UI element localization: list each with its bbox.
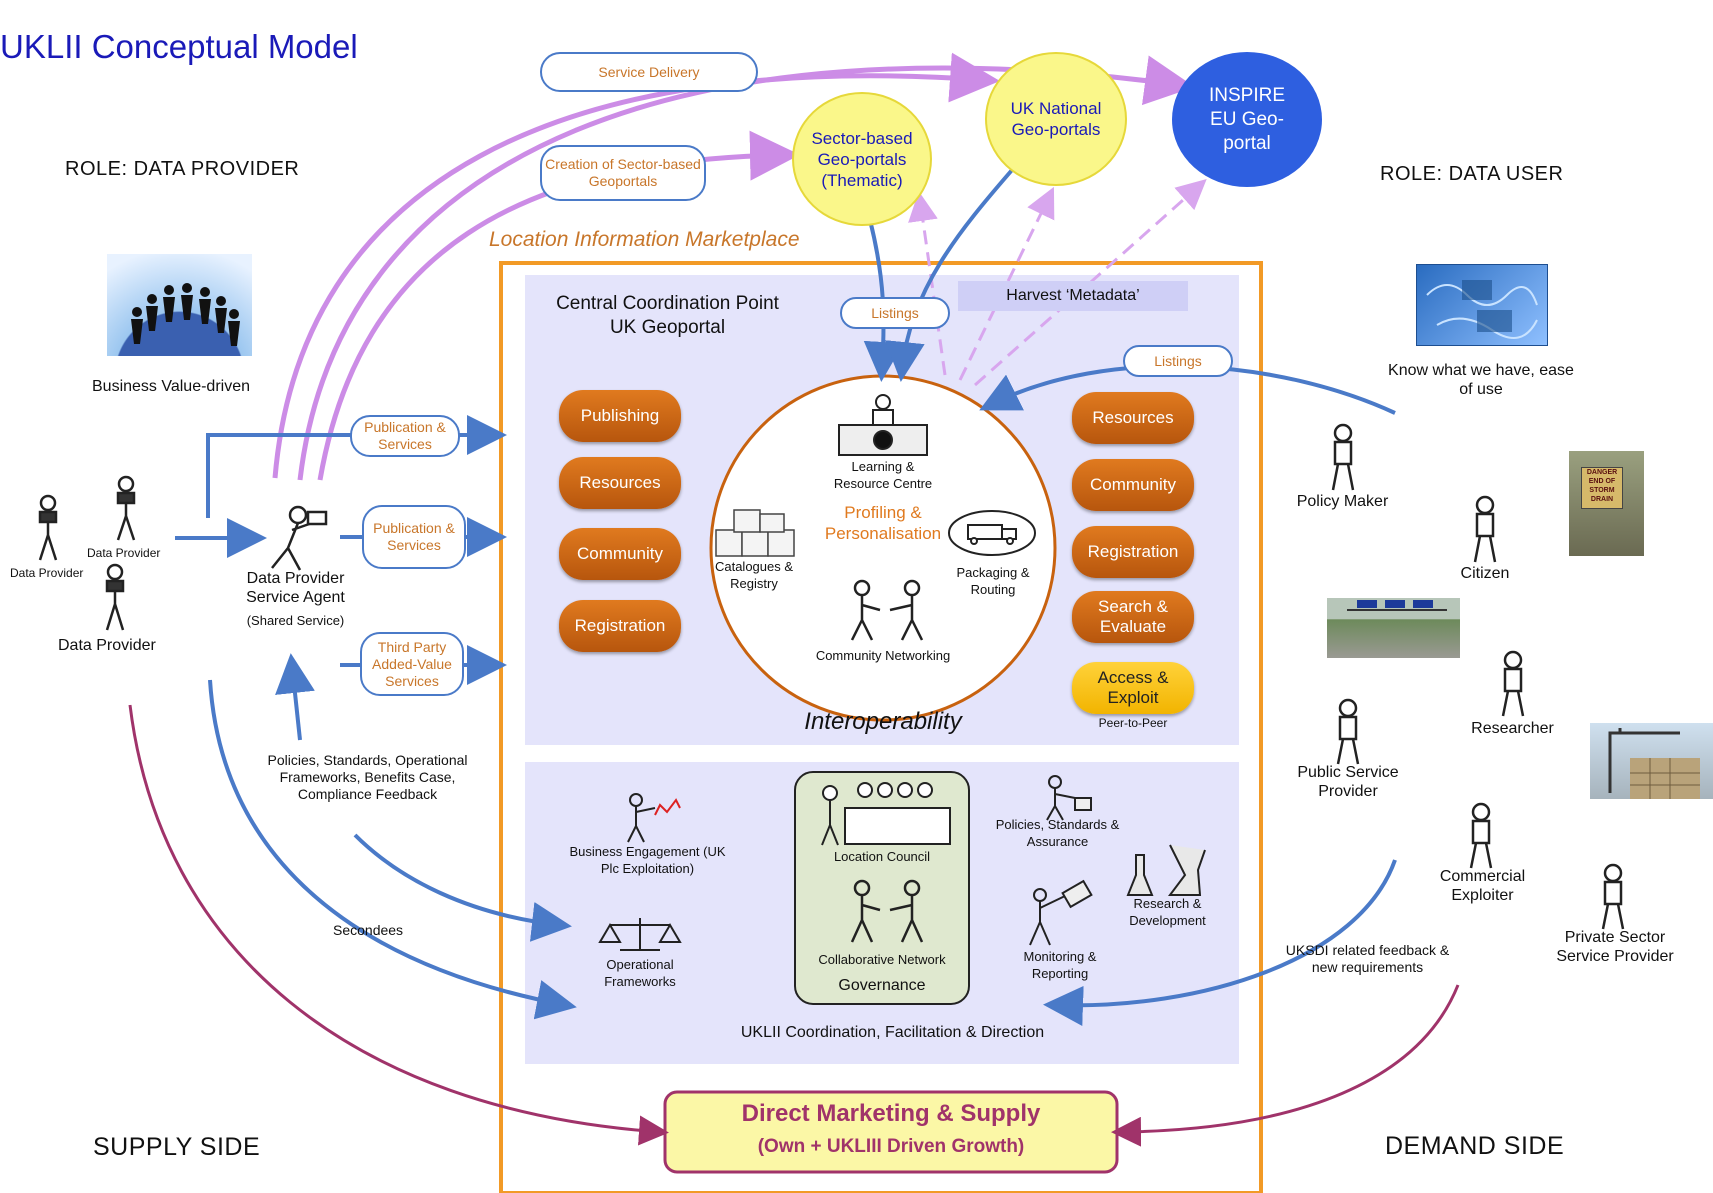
- national-portal: UK National Geo-portals: [985, 52, 1127, 186]
- know-label: Know what we have, ease of use: [1388, 362, 1574, 398]
- researcher-label: Researcher: [1471, 720, 1554, 737]
- road-image: [1327, 598, 1460, 658]
- road-signs-icon: [1347, 600, 1447, 611]
- inspire-portal-label: INSPIRE EU Geo-portal: [1208, 84, 1286, 154]
- pill-community-right[interactable]: Community: [1072, 459, 1194, 511]
- networking-label: Community Networking: [815, 648, 951, 663]
- citizen-label: Citizen: [1460, 565, 1510, 582]
- role-user: ROLE: DATA USER: [1380, 163, 1564, 185]
- catalogues-label: Catalogues & Registry: [714, 559, 794, 591]
- research-label: Research & Development: [1129, 896, 1206, 928]
- governance-label: Governance: [838, 977, 926, 994]
- pill-resources-left[interactable]: Resources: [559, 457, 681, 509]
- learning-label: Learning & Resource Centre: [833, 459, 933, 491]
- pill-publishing[interactable]: Publishing: [559, 390, 681, 442]
- interoperability-label: Interoperability: [804, 708, 962, 735]
- pill-search[interactable]: Search & Evaluate: [1072, 591, 1194, 643]
- creation-tag: Creation of Sector-based Geoportals: [540, 145, 706, 201]
- pill-registration-right[interactable]: Registration: [1072, 526, 1194, 578]
- puzzle-pieces-icon: [1426, 280, 1538, 339]
- packaging-label: Packaging & Routing: [956, 565, 1030, 597]
- flood-sign-image: DANGER END OF STORM DRAIN: [1569, 451, 1644, 556]
- role-provider: ROLE: DATA PROVIDER: [65, 158, 300, 180]
- sector-portal: Sector-based Geo-portals (Thematic): [792, 92, 932, 226]
- construction-image: [1590, 723, 1713, 799]
- policy-maker-label: Policy Maker: [1296, 493, 1389, 510]
- service-delivery-tag: Service Delivery: [540, 52, 758, 92]
- direct-subtitle: (Own + UKLIII Driven Growth): [757, 1136, 1025, 1157]
- peer-label: Peer-to-Peer: [1098, 716, 1168, 730]
- central-line1: Central Coordination Point: [556, 293, 779, 314]
- policies-feedback-label: Policies, Standards, Operational Framewo…: [267, 752, 468, 802]
- governance-box: [794, 771, 970, 1005]
- national-portal-label: UK National Geo-portals: [1010, 99, 1102, 139]
- supply-side-label: SUPPLY SIDE: [93, 1133, 261, 1161]
- harvest-label: Harvest ‘Metadata’: [958, 281, 1188, 311]
- monitoring-label: Monitoring & Reporting: [1023, 949, 1097, 981]
- policies-label: Policies, Standards & Assurance: [995, 817, 1120, 849]
- page-title: UKLII Conceptual Model: [0, 28, 358, 65]
- coordination-label: UKLII Coordination, Facilitation & Direc…: [740, 1024, 1045, 1041]
- publication-tag-2: Publication & Services: [362, 505, 466, 569]
- public-service-label: Public Service Provider: [1297, 764, 1399, 800]
- agent-label: Data Provider Service Agent: [246, 570, 345, 606]
- agent-sub-label: (Shared Service): [246, 613, 345, 628]
- sector-portal-label: Sector-based Geo-portals (Thematic): [811, 128, 913, 190]
- third-party-tag: Third Party Added-Value Services: [360, 632, 464, 696]
- pill-resources-right[interactable]: Resources: [1072, 392, 1194, 444]
- puzzle-map-image: [1416, 264, 1548, 346]
- data-provider-label-1: Data Provider: [10, 566, 84, 580]
- business-engagement-label: Business Engagement (UK Plc Exploitation…: [569, 844, 726, 876]
- pill-community-left[interactable]: Community: [559, 528, 681, 580]
- direct-title: Direct Marketing & Supply: [741, 1100, 1041, 1127]
- central-title: Central Coordination Point UK Geoportal: [535, 292, 800, 340]
- marketplace-frame: [499, 261, 1263, 1193]
- inspire-portal: INSPIRE EU Geo-portal: [1172, 52, 1322, 187]
- commercial-label: Commercial Exploiter: [1439, 868, 1526, 904]
- marketplace-label: Location Information Marketplace: [489, 228, 800, 251]
- listings-left-tag: Listings: [840, 297, 950, 329]
- crane-icon: [1608, 728, 1700, 799]
- data-provider-label-2: Data Provider: [87, 546, 161, 560]
- private-sector-label: Private Sector Service Provider: [1556, 929, 1674, 965]
- danger-sign: DANGER END OF STORM DRAIN: [1581, 467, 1623, 509]
- pill-access[interactable]: Access & Exploit: [1072, 662, 1194, 714]
- collab-label: Collaborative Network: [818, 952, 946, 967]
- feedback-label: UKSDI related feedback & new requirement…: [1285, 942, 1450, 975]
- data-provider-label-3: Data Provider: [58, 637, 156, 654]
- central-line2: UK Geoportal: [609, 317, 726, 338]
- listings-right-tag: Listings: [1123, 345, 1233, 377]
- business-value-label: Business Value-driven: [92, 378, 251, 395]
- pill-registration-left[interactable]: Registration: [559, 600, 681, 652]
- people-ring-icon: [131, 283, 240, 346]
- geoportal-circle: [709, 374, 1057, 722]
- demand-side-label: DEMAND SIDE: [1385, 1132, 1565, 1160]
- operational-label: Operational Frameworks: [604, 957, 676, 989]
- profiling-label: Profiling & Personalisation: [824, 503, 942, 543]
- council-label: Location Council: [833, 849, 931, 864]
- publication-tag-1: Publication & Services: [350, 415, 460, 457]
- business-globe-image: [107, 254, 252, 356]
- secondees-label: Secondees: [333, 922, 404, 938]
